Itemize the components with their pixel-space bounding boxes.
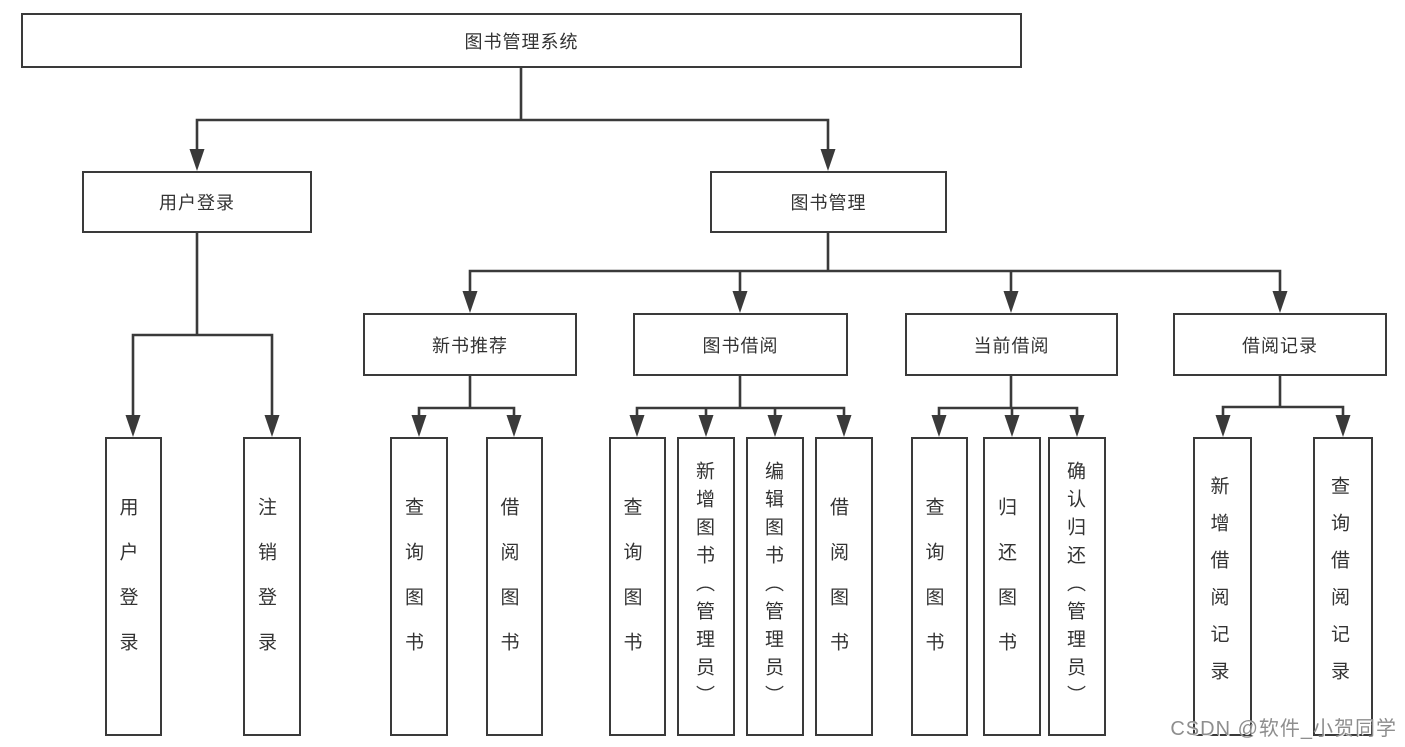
arrowhead-icon bbox=[820, 149, 836, 171]
leaf-label: 新增图书（管理员） bbox=[693, 460, 714, 713]
leaf-label: 用户登录 bbox=[116, 496, 138, 677]
arrowhead-icon bbox=[189, 149, 205, 171]
leaf-label: 查询图书 bbox=[402, 496, 423, 677]
leaf-current-query-books: 查询图书 bbox=[911, 437, 968, 736]
node-borrowing-records: 借阅记录 bbox=[1173, 313, 1387, 376]
arrowhead-icon bbox=[462, 291, 478, 313]
leaf-borrow-add-books-admin: 新增图书（管理员） bbox=[677, 437, 735, 736]
node-label: 图书管理系统 bbox=[464, 31, 579, 52]
leaf-label: 归还图书 bbox=[995, 496, 1016, 677]
leaf-label: 借阅图书 bbox=[497, 496, 519, 677]
arrowhead-icon bbox=[125, 415, 141, 437]
arrowhead-icon bbox=[767, 415, 783, 437]
arrowhead-icon bbox=[1069, 415, 1085, 437]
node-label: 图书借阅 bbox=[702, 335, 779, 356]
leaf-label: 查询图书 bbox=[922, 496, 944, 677]
leaf-label: 借阅图书 bbox=[827, 496, 848, 677]
node-current-borrowing: 当前借阅 bbox=[905, 313, 1118, 376]
leaf-borrow-query-books: 查询图书 bbox=[609, 437, 666, 736]
node-new-book-recommendation: 新书推荐 bbox=[363, 313, 577, 376]
node-book-management: 图书管理 bbox=[710, 171, 947, 233]
leaf-logout-login: 注销登录 bbox=[243, 437, 301, 736]
node-label: 图书管理 bbox=[790, 193, 867, 213]
csdn-watermark: CSDN @软件_小贺同学 bbox=[1170, 718, 1397, 740]
leaf-label: 编辑图书（管理员） bbox=[762, 460, 783, 713]
arrowhead-icon bbox=[1003, 291, 1019, 313]
leaf-label: 新增借阅记录 bbox=[1207, 475, 1229, 698]
arrowhead-icon bbox=[1335, 415, 1351, 437]
arrowhead-icon bbox=[1004, 415, 1020, 437]
node-library-management-system: 图书管理系统 bbox=[21, 13, 1022, 68]
arrowhead-icon bbox=[836, 415, 852, 437]
node-book-borrowing: 图书借阅 bbox=[633, 313, 848, 376]
arrowhead-icon bbox=[732, 291, 748, 313]
node-user-login: 用户登录 bbox=[82, 171, 312, 233]
arrowhead-icon bbox=[1272, 291, 1288, 313]
node-label: 当前借阅 bbox=[973, 335, 1050, 356]
leaf-label: 查询图书 bbox=[620, 496, 642, 677]
arrowhead-icon bbox=[931, 415, 947, 437]
leaf-borrow-edit-books-admin: 编辑图书（管理员） bbox=[746, 437, 804, 736]
node-label: 新书推荐 bbox=[432, 335, 508, 356]
leaf-current-return-books: 归还图书 bbox=[983, 437, 1041, 736]
leaf-borrow-borrow-books: 借阅图书 bbox=[815, 437, 873, 736]
leaf-label: 注销登录 bbox=[255, 496, 276, 677]
leaf-recommend-query-books: 查询图书 bbox=[390, 437, 448, 736]
node-label: 借阅记录 bbox=[1242, 335, 1318, 356]
leaf-current-confirm-return-admin: 确认归还（管理员） bbox=[1048, 437, 1106, 736]
leaf-record-add-borrow-record: 新增借阅记录 bbox=[1193, 437, 1252, 736]
leaf-label: 查询借阅记录 bbox=[1328, 475, 1349, 698]
node-label: 用户登录 bbox=[159, 193, 235, 213]
arrowhead-icon bbox=[264, 415, 280, 437]
arrowhead-icon bbox=[411, 415, 427, 437]
leaf-record-query-borrow-record: 查询借阅记录 bbox=[1313, 437, 1373, 736]
arrowhead-icon bbox=[506, 415, 522, 437]
leaf-label: 确认归还（管理员） bbox=[1064, 460, 1085, 713]
leaf-recommend-borrow-books: 借阅图书 bbox=[486, 437, 543, 736]
arrowhead-icon bbox=[698, 415, 714, 437]
leaf-user-login: 用户登录 bbox=[105, 437, 162, 736]
arrowhead-icon bbox=[629, 415, 645, 437]
arrowhead-icon bbox=[1215, 415, 1231, 437]
